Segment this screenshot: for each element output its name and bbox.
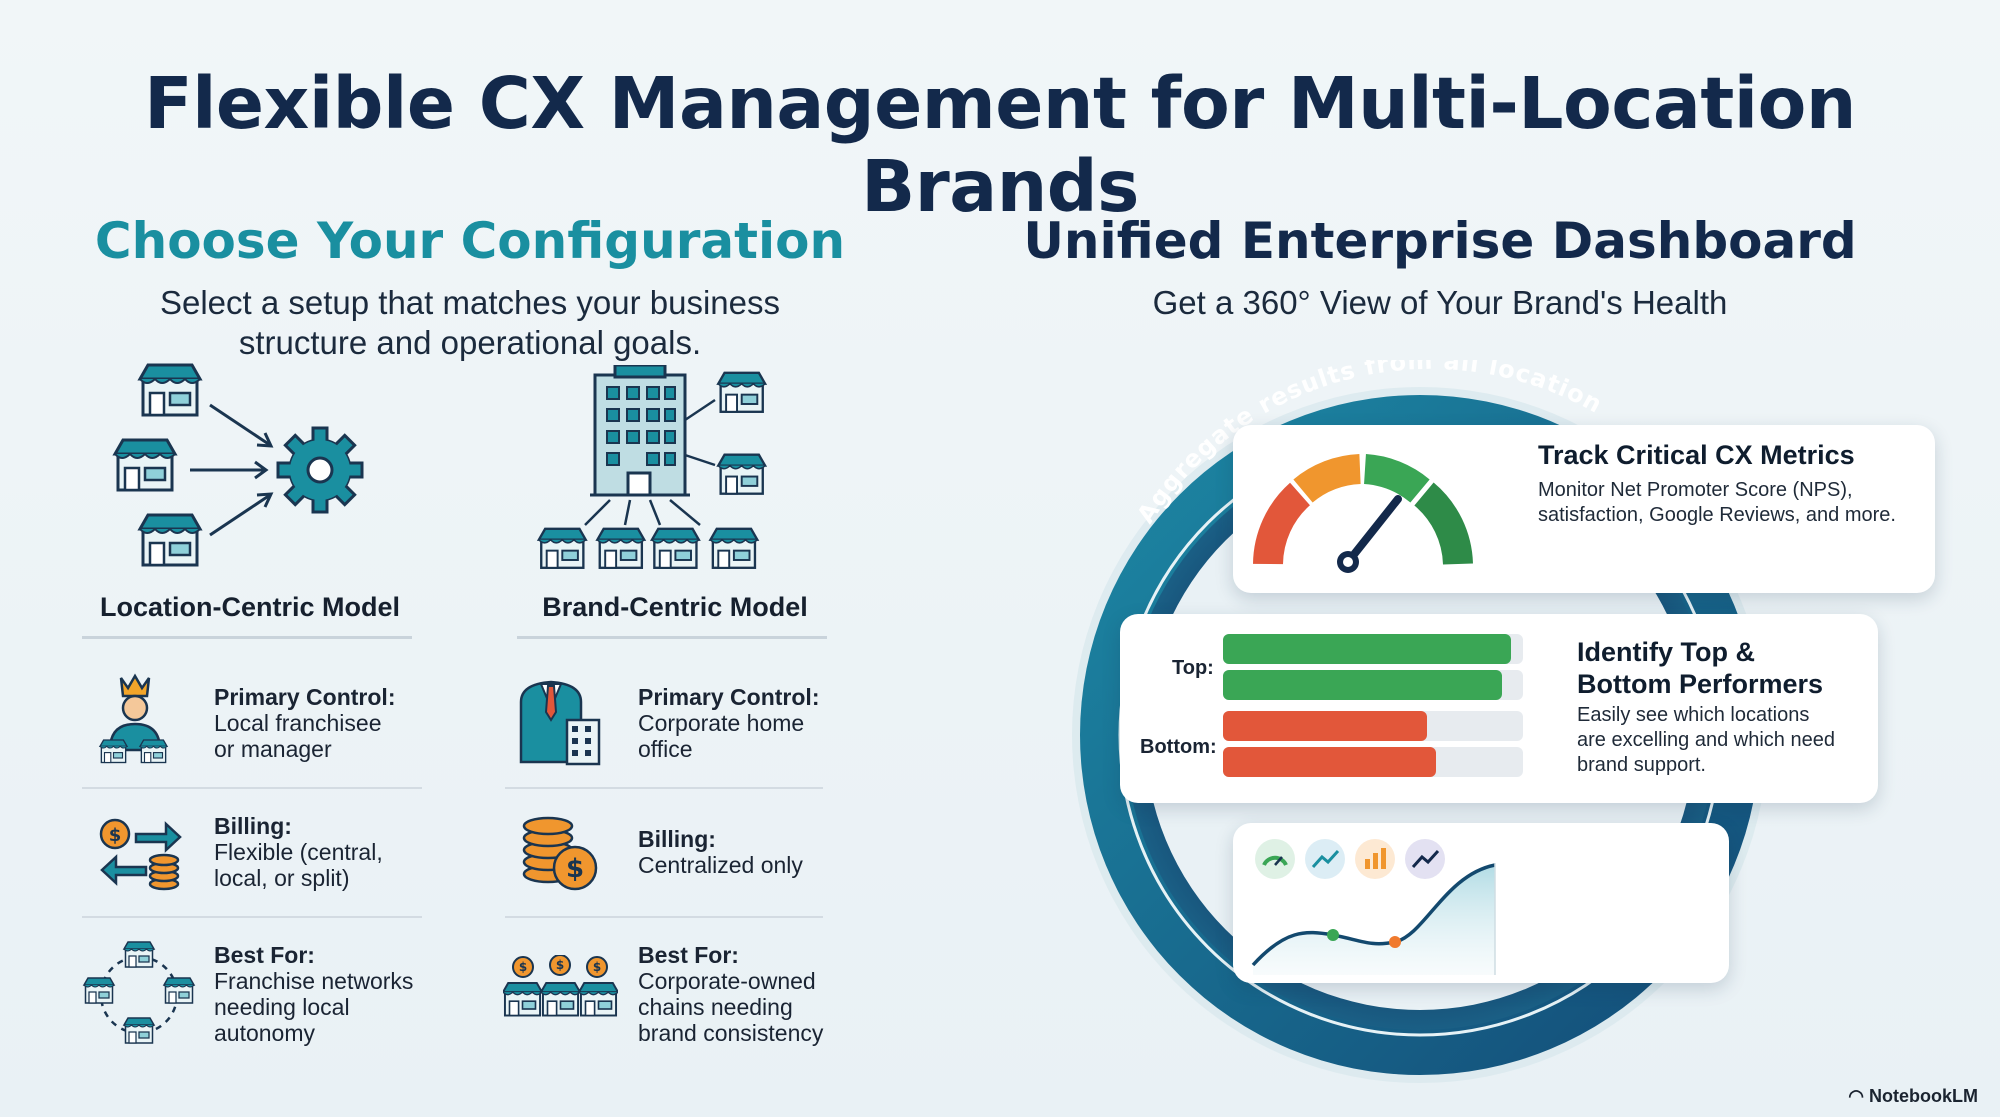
divider xyxy=(517,636,827,639)
metrics-heading: Track Critical CX Metrics xyxy=(1538,440,1855,470)
gear-icon xyxy=(276,426,364,514)
divider xyxy=(82,787,422,789)
configuration-subtitle: Select a setup that matches your busines… xyxy=(90,283,850,363)
brand-control-feature: Primary Control: Corporate home office xyxy=(638,684,819,762)
feature-heading: Billing: xyxy=(214,813,292,839)
franchise-network-icon xyxy=(83,941,195,1044)
svg-text:$: $ xyxy=(556,958,564,972)
subtitle-line: structure and operational goals. xyxy=(238,324,702,361)
feature-heading: Primary Control: xyxy=(638,684,820,710)
top-performer-bar xyxy=(1223,634,1523,664)
top-performer-bar-fill xyxy=(1223,634,1511,664)
corporate-chain-icon: $ $ $ xyxy=(503,955,618,1017)
gauge-icon xyxy=(1255,839,1295,879)
location-centric-diagram xyxy=(113,363,364,567)
feature-text: office xyxy=(638,736,693,762)
performers-heading: Identify Top & Bottom Performers xyxy=(1577,636,1823,700)
bottom-performer-bar xyxy=(1223,747,1523,777)
feature-text: Local franchisee xyxy=(214,710,382,736)
brand-centric-label: Brand-Centric Model xyxy=(542,592,808,622)
bar-chart-icon xyxy=(1355,839,1395,879)
feature-text: local, or split) xyxy=(214,865,350,891)
metrics-card: Track Critical CX Metrics Monitor Net Pr… xyxy=(1233,425,1935,593)
configuration-title: Choose Your Configuration xyxy=(94,212,846,270)
feature-heading: Billing: xyxy=(638,826,716,852)
page-title: Flexible CX Management for Multi-Locatio… xyxy=(144,62,1856,228)
feature-heading: Best For: xyxy=(214,942,315,968)
divider xyxy=(82,916,422,918)
performers-text: Easily see which locations are excelling… xyxy=(1577,703,1835,778)
bottom-label: Bottom: xyxy=(1140,736,1217,758)
store-icon xyxy=(138,363,202,417)
metrics-text: Monitor Net Promoter Score (NPS), satisf… xyxy=(1538,478,1896,528)
svg-text:$: $ xyxy=(109,825,122,846)
feature-text: chains needing xyxy=(638,994,793,1020)
trend-up-icon xyxy=(1405,839,1445,879)
feature-text: brand consistency xyxy=(638,1020,824,1046)
divider xyxy=(82,636,412,639)
flexible-billing-icon: $ xyxy=(99,818,182,891)
top-performer-bar xyxy=(1223,670,1523,700)
subtitle-line: Select a setup that matches your busines… xyxy=(159,284,780,321)
feature-text: Corporate home xyxy=(638,710,805,736)
store-icon xyxy=(138,513,202,567)
trend-up-icon xyxy=(1305,839,1345,879)
brand-best-for-feature: Best For: Corporate-owned chains needing… xyxy=(638,942,823,1046)
metrics-text-line: Monitor Net Promoter Score (NPS), xyxy=(1538,479,1853,501)
brand-text: NotebookLM xyxy=(1869,1086,1978,1106)
divider xyxy=(505,787,823,789)
dashboard-title: Unified Enterprise Dashboard xyxy=(1023,212,1857,270)
coin-stack-icon: $ xyxy=(522,816,598,891)
performers-text-line: are excelling and which need xyxy=(1577,729,1835,751)
store-icon xyxy=(113,438,177,492)
performers-text-line: brand support. xyxy=(1577,754,1706,776)
feature-text: needing local xyxy=(214,994,350,1020)
bottom-performer-bar xyxy=(1223,711,1523,741)
notebooklm-brand: ◠ NotebookLM xyxy=(1848,1086,1978,1107)
manager-crown-icon xyxy=(99,673,168,764)
svg-text:$: $ xyxy=(593,960,601,974)
performers-text-line: Easily see which locations xyxy=(1577,704,1810,726)
metrics-text-line: satisfaction, Google Reviews, and more. xyxy=(1538,504,1896,526)
top-label: Top: xyxy=(1172,657,1214,679)
feature-text: Franchise networks xyxy=(214,968,414,994)
performers-heading-line: Identify Top & xyxy=(1577,637,1755,667)
notebooklm-logo-icon: ◠ xyxy=(1848,1086,1870,1106)
trend-card-graphic xyxy=(1251,839,1496,975)
feature-text: or manager xyxy=(214,736,332,762)
feature-text: Centralized only xyxy=(638,852,803,878)
dashboard-subtitle: Get a 360° View of Your Brand's Health xyxy=(1152,284,1728,321)
trend-card xyxy=(1233,823,1729,983)
office-building-icon xyxy=(590,365,690,497)
brand-billing-feature: Billing: Centralized only xyxy=(638,826,803,878)
feature-text: autonomy xyxy=(214,1020,316,1046)
svg-text:$: $ xyxy=(566,854,584,884)
feature-heading: Best For: xyxy=(638,942,739,968)
top-performer-bar-fill xyxy=(1223,670,1502,700)
location-centric-label: Location-Centric Model xyxy=(99,592,400,622)
performers-card: Top: Bottom: Identify Top & Bottom Perfo… xyxy=(1120,614,1878,803)
corporate-executive-icon xyxy=(519,680,601,766)
location-control-feature: Primary Control: Local franchisee or man… xyxy=(214,684,395,762)
divider xyxy=(505,916,823,918)
feature-heading: Primary Control: xyxy=(214,684,396,710)
svg-text:$: $ xyxy=(519,960,527,974)
feature-text: Flexible (central, xyxy=(214,839,383,865)
feature-text: Corporate-owned xyxy=(638,968,816,994)
location-billing-feature: Billing: Flexible (central, local, or sp… xyxy=(214,813,383,891)
bottom-performer-bar-fill xyxy=(1223,711,1427,741)
brand-centric-diagram xyxy=(537,365,767,569)
performers-heading-line: Bottom Performers xyxy=(1577,669,1824,699)
gauge-icon xyxy=(1253,454,1473,573)
bottom-performer-bar-fill xyxy=(1223,747,1436,777)
location-best-for-feature: Best For: Franchise networks needing loc… xyxy=(214,942,413,1046)
